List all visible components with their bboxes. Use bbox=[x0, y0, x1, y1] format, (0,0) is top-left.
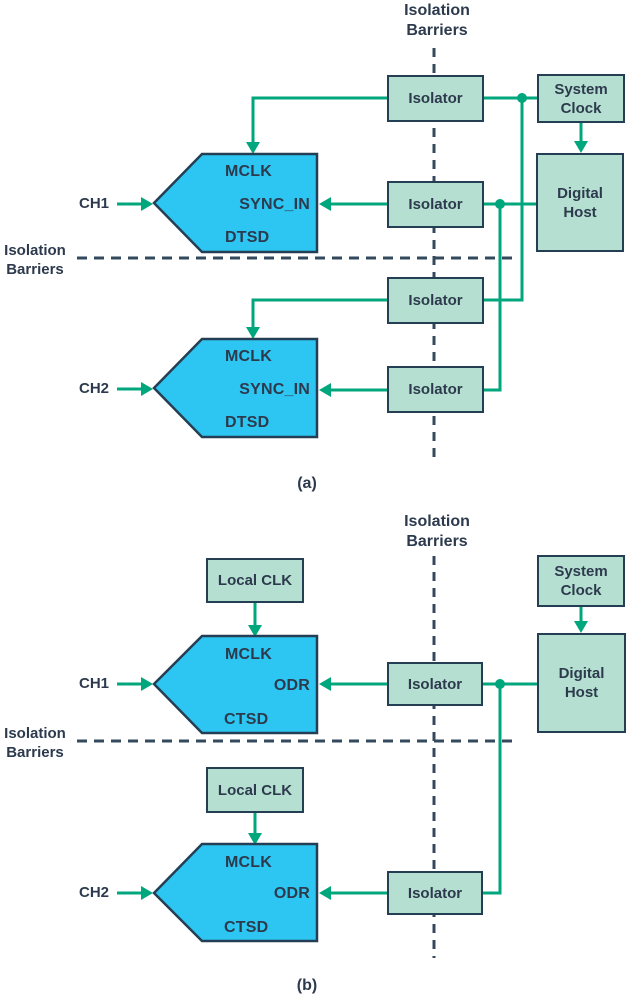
channel-label-a-ch2: CH2 bbox=[79, 380, 110, 397]
digital-host-label: Digital Host bbox=[557, 184, 603, 221]
adc-pin-mclk: MCLK bbox=[225, 163, 273, 180]
adc-core-type: CTSD bbox=[224, 711, 269, 728]
adc-shape-a-ch2 bbox=[152, 337, 319, 439]
adc-pin-sync-in: SYNC_IN bbox=[239, 196, 310, 213]
adc-shape-b-ch2 bbox=[152, 842, 319, 943]
isolator-label: Isolator bbox=[407, 884, 463, 902]
isolator-box-b2: Isolator bbox=[387, 871, 483, 915]
adc-shape-b-ch1 bbox=[152, 634, 319, 735]
isolator-box-a4: Isolator bbox=[387, 366, 484, 413]
adc-pin-mclk: MCLK bbox=[225, 854, 273, 871]
isolator-label: Isolator bbox=[408, 381, 463, 398]
channel-label-b-ch1: CH1 bbox=[79, 675, 110, 692]
local-clk-box-b1: Local CLK bbox=[206, 558, 304, 603]
local-clk-label: Local CLK bbox=[217, 572, 293, 589]
adc-pin-mclk: MCLK bbox=[225, 348, 273, 365]
digital-host-box-a: Digital Host bbox=[536, 153, 624, 252]
digital-host-label: Digital Host bbox=[558, 665, 605, 701]
figure-caption-a: (a) bbox=[297, 475, 317, 492]
adc-core-type: DTSD bbox=[225, 414, 270, 431]
isolation-barriers-left-label-b: Isolation Barriers bbox=[4, 725, 66, 761]
wire-junction-dot bbox=[495, 679, 505, 689]
isolator-label: Isolator bbox=[408, 292, 463, 309]
adc-core-type: CTSD bbox=[224, 919, 269, 936]
adc-pin-sync-in: SYNC_IN bbox=[239, 381, 310, 398]
digital-host-box-b: Digital Host bbox=[537, 633, 626, 733]
isolator-label: Isolator bbox=[408, 90, 463, 107]
system-clock-label: System Clock bbox=[554, 80, 608, 117]
system-clock-box-a: System Clock bbox=[537, 74, 625, 123]
signal-arrowheads-a bbox=[141, 141, 588, 397]
isolation-barriers-top-label-b: Isolation Barriers bbox=[404, 513, 470, 550]
channel-label-a-ch1: CH1 bbox=[79, 195, 110, 212]
adc-shape-a-ch1 bbox=[152, 152, 319, 254]
adc-core-type: DTSD bbox=[225, 229, 270, 246]
adc-pin-mclk: MCLK bbox=[225, 646, 273, 663]
wire-junction-dot bbox=[517, 93, 527, 103]
local-clk-label: Local CLK bbox=[217, 781, 293, 799]
isolator-box-a2: Isolator bbox=[387, 181, 484, 228]
wire-junction-dot bbox=[495, 199, 505, 209]
adc-pin-odr: ODR bbox=[273, 677, 310, 694]
isolator-box-a1: Isolator bbox=[387, 75, 484, 122]
adc-pin-odr: ODR bbox=[273, 885, 310, 902]
channel-label-b-ch2: CH2 bbox=[79, 884, 110, 901]
isolation-barriers-top-label-a: Isolation Barriers bbox=[404, 2, 470, 39]
signal-wires-b bbox=[117, 603, 583, 895]
figure-caption-b: (b) bbox=[296, 977, 318, 994]
isolator-box-b1: Isolator bbox=[387, 662, 483, 706]
system-clock-label: System Clock bbox=[554, 563, 608, 599]
signal-wires-a bbox=[117, 96, 583, 392]
isolator-box-a3: Isolator bbox=[387, 277, 484, 324]
isolation-barriers-left-label-a: Isolation Barriers bbox=[4, 242, 66, 278]
isolator-label: Isolator bbox=[407, 675, 463, 693]
isolator-label: Isolator bbox=[408, 196, 463, 213]
system-clock-box-b: System Clock bbox=[537, 555, 625, 607]
local-clk-box-b2: Local CLK bbox=[206, 767, 304, 813]
